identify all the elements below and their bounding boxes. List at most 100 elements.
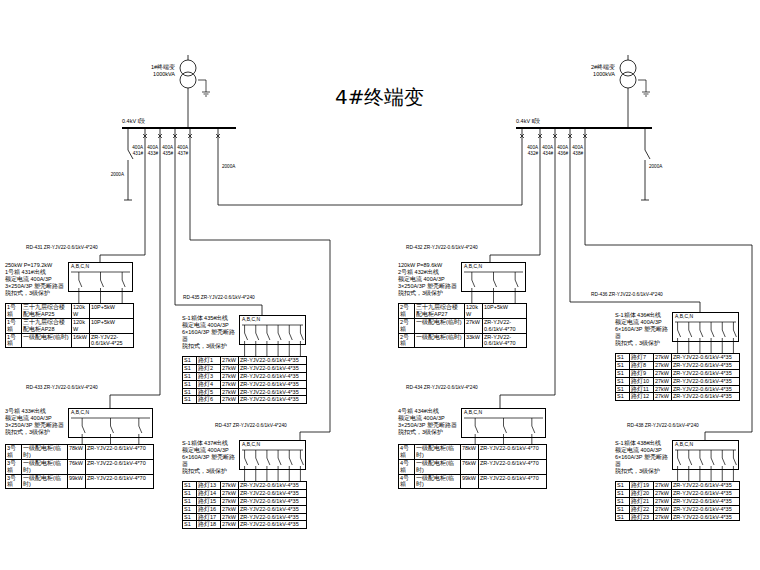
cable-line <box>188 99 189 127</box>
box-spec: 6×160A/3P 塑壳断路器 <box>182 329 236 343</box>
table-cell: 3号箱 <box>6 460 22 475</box>
breaker-rating: 2000A <box>222 164 248 170</box>
table-cell: 27kW <box>221 482 239 490</box>
table-cell: 27kW <box>654 506 672 514</box>
table-cell: ZR-YJV22-0.6/1kV-4*35 <box>239 521 307 529</box>
table-cell: 路灯23 <box>630 514 654 522</box>
distribution-box: 4号箱 434#出线额定电流 400A/3P3×250A/3P 塑壳断路器脱扣式… <box>398 408 546 489</box>
table-cell: 120kW <box>72 304 90 319</box>
cable-line <box>585 129 752 440</box>
feeder-number: 435# <box>161 151 173 157</box>
breaker-rating: 400A <box>541 145 553 151</box>
breaker-symbol <box>143 134 587 138</box>
table-cell: ZR-YJV22-0.6/1kV-4*35 <box>239 498 307 506</box>
table-cell: 路灯3 <box>197 373 221 381</box>
table-cell: 27kW <box>654 498 672 506</box>
box-spec: 脱扣式，3级保护 <box>182 468 236 475</box>
breaker-rating: 400A <box>146 145 158 151</box>
cable-line <box>110 129 160 408</box>
transformer-label: 1#终端变 <box>144 64 175 71</box>
table-cell: 76kW <box>68 460 86 475</box>
cable-line <box>190 129 330 440</box>
box-spec: 脱扣式，3级保护 <box>5 429 65 436</box>
box-spec: 额定电流 400A/3P <box>398 415 458 422</box>
box-spec: 2号箱 432#出线 <box>398 269 458 276</box>
transformer-label: 2#终端变 <box>584 64 615 71</box>
table-cell: 16kW <box>72 334 90 349</box>
table-cell: 路灯5 <box>197 389 221 397</box>
table-cell: 三十九层综合楼配电柜AP28 <box>22 319 72 334</box>
circuit-table: S1路灯727kWZR-YJV22-0.6/1kV-4*35S1路灯827kWZ… <box>615 353 740 401</box>
table-cell: ZR-YJV22-0.6/1kV-4*35 <box>239 381 307 389</box>
table-cell: 3号箱 <box>6 445 22 460</box>
cable-line <box>490 129 540 262</box>
box-spec: 脱扣式，3级保护 <box>398 290 458 297</box>
busbar-panel: A,B,C,N <box>461 408 546 438</box>
phase-label: A,B,C,N <box>462 263 525 269</box>
table-cell: S1 <box>183 506 197 514</box>
cable-spec: RD-434 ZR-YJV22-0.6/1kV-4*240 <box>405 385 479 391</box>
table-cell: 27kW <box>221 389 239 397</box>
table-cell: 一级配电柜(临时) <box>415 460 461 475</box>
table-cell: 路灯19 <box>630 482 654 490</box>
branch-switch <box>242 450 303 481</box>
cable-line <box>628 99 629 127</box>
transformer-winding <box>180 60 196 76</box>
box-spec: S-1箱体 438#出线 <box>615 440 669 447</box>
distribution-box: 120kW P=89.6kW2号箱 432#出线额定电流 400A/3P3×25… <box>398 262 526 348</box>
table-cell: S1 <box>616 498 630 506</box>
table-cell: 2号箱 <box>399 334 415 349</box>
box-spec: 脱扣式，3级保护 <box>5 290 65 297</box>
box-spec: S-1箱体 435#出线 <box>182 315 236 322</box>
box-spec: 额定电流 400A/3P <box>398 276 458 283</box>
table-cell: S1 <box>616 378 630 386</box>
table-cell: 4号箱 <box>399 460 415 475</box>
feeder-number: 434# <box>541 151 553 157</box>
table-cell: 27kW <box>221 396 239 404</box>
table-cell: ZR-YJV22-0.6/1kV-4*35 <box>672 506 740 514</box>
table-cell: 4号箱 <box>399 475 415 490</box>
table-cell: S1 <box>183 389 197 397</box>
table-cell: S1 <box>183 490 197 498</box>
cable-line <box>175 129 262 315</box>
table-cell: 路灯16 <box>197 506 221 514</box>
busbar-panel: A,B,C,N <box>672 312 739 342</box>
transformer-symbol <box>616 55 642 99</box>
feeder-number: 436# <box>556 151 568 157</box>
table-cell: 路灯10 <box>630 378 654 386</box>
distribution-box: S-1箱体 438#出线额定电流 400A/3P6×160A/3P 塑壳断路器脱… <box>615 440 739 521</box>
box-spec: 3×250A/3P 塑壳断路器 <box>398 283 458 290</box>
table-cell: ZR-YJV22-0.6/1kV-4*35 <box>239 482 307 490</box>
table-cell: 三十九层综合楼配电柜AP25 <box>22 304 72 319</box>
table-cell: 76kW <box>461 460 479 475</box>
cable-line <box>218 129 522 205</box>
circuit-table: S1路灯127kWZR-YJV22-0.6/1kV-4*35S1路灯227kWZ… <box>182 356 307 404</box>
table-cell: 路灯9 <box>630 370 654 378</box>
table-cell: 27kW <box>654 378 672 386</box>
busbar-line <box>516 127 652 129</box>
table-cell: ZR-YJV22-0.6/1kV-4*70 <box>483 334 527 349</box>
table-cell: 一级配电柜(临时) <box>22 445 68 460</box>
table-cell: 27kW <box>654 370 672 378</box>
table-cell: ZR-YJV22-0.6/1kV-4*70 <box>86 445 154 460</box>
box-spec: 额定电流 400A/3P <box>182 447 236 454</box>
busbar: 0.4kV Ⅰ段 <box>122 127 236 129</box>
table-cell: 27kW <box>221 514 239 522</box>
table-cell: 27kW <box>654 354 672 362</box>
table-cell: 一级配电柜(临时) <box>415 445 461 460</box>
transformer-winding <box>180 72 196 88</box>
cable-spec: RD-436 ZR-YJV22-0.6/1kV-4*240 <box>590 292 664 298</box>
table-cell: 3号箱 <box>6 475 22 490</box>
table-cell: ZR-YJV22-0.6/1kV-4*35 <box>672 354 740 362</box>
phase-label: A,B,C,N <box>673 313 738 319</box>
table-cell: 27kW <box>654 386 672 394</box>
table-cell: 27kW <box>221 365 239 373</box>
table-cell: ZR-YJV22-0.6/1kV-4*35 <box>672 482 740 490</box>
table-cell: S1 <box>183 521 197 529</box>
table-cell: S1 <box>183 365 197 373</box>
table-cell: 27kW <box>221 381 239 389</box>
distribution-box: S-1箱体 436#出线额定电流 400A/3P6×160A/3P 塑壳断路器脱… <box>615 312 739 401</box>
box-spec: 额定电流 400A/3P <box>5 276 65 283</box>
table-cell: 路灯17 <box>197 514 221 522</box>
box-spec: 120kW P=89.6kW <box>398 262 458 269</box>
